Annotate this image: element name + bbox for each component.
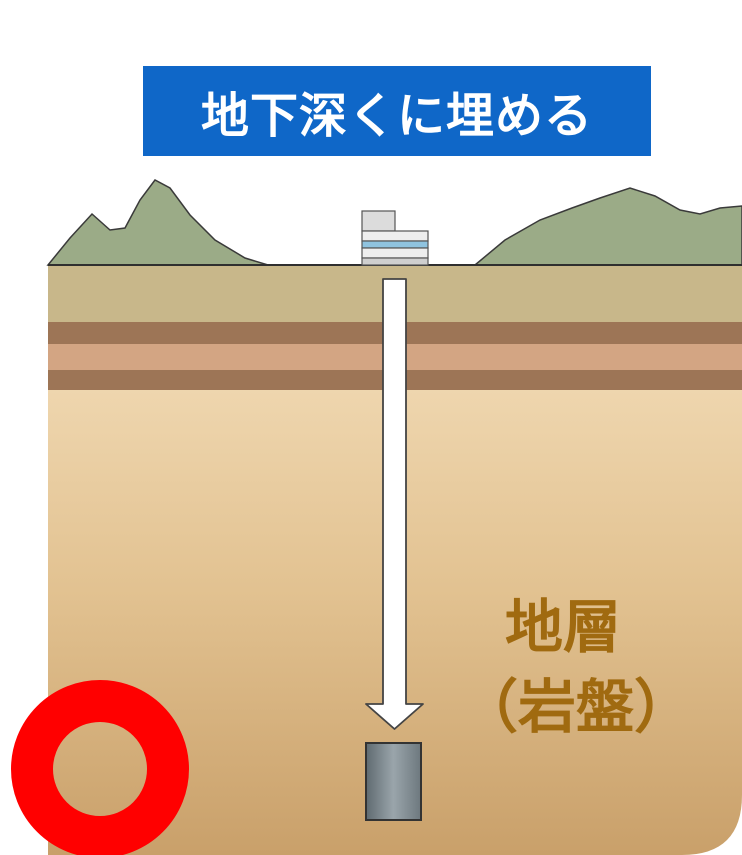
surface-facility-building-icon [361, 210, 429, 266]
waste-canister-icon [365, 742, 422, 821]
bedrock-label: （岩盤） [460, 673, 693, 741]
down-arrow-icon [365, 278, 424, 730]
left-mountain [46, 179, 269, 266]
right-mountain [472, 187, 742, 266]
page-title: 地下深くに埋める [143, 66, 651, 156]
stratum-label: 地層 [505, 593, 622, 661]
red-circle-maru-icon [11, 680, 189, 855]
